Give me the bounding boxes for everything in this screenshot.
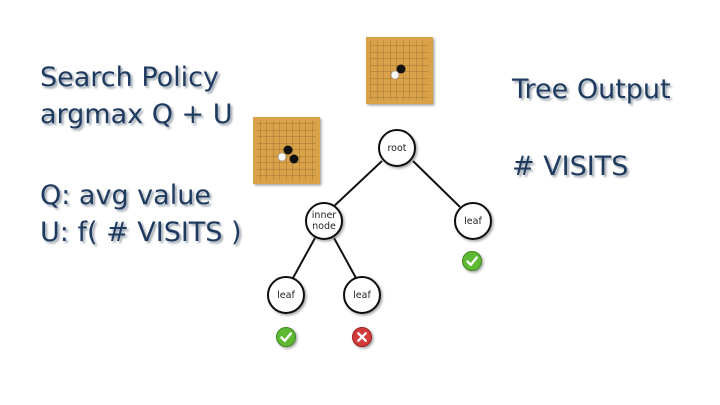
- node-label-leaf-bottom-mid: leaf: [353, 290, 371, 301]
- tree-node-leaf-bottom-mid: leaf: [343, 276, 381, 314]
- tree-node-leaf-bottom-left: leaf: [267, 276, 305, 314]
- go-board-top: [366, 37, 433, 104]
- node-label-root: root: [387, 143, 406, 154]
- black-stone: [396, 64, 406, 74]
- node-label-leaf-bottom-left: leaf: [277, 290, 295, 301]
- node-label-leaf-right: leaf: [464, 216, 482, 227]
- check-icon: [462, 251, 482, 271]
- edge-inner-leaf-left: [292, 237, 316, 279]
- search-policy-formula: argmax Q + U: [40, 99, 233, 130]
- tree-node-root: root: [378, 129, 416, 167]
- white-stone: [277, 152, 287, 162]
- tree-output-title: Tree Output: [512, 74, 671, 105]
- u-definition: U: f( # VISITS ): [40, 217, 242, 248]
- tree-node-leaf-right: leaf: [454, 202, 492, 240]
- search-policy-title: Search Policy: [40, 62, 220, 93]
- edge-inner-leaf-mid: [333, 237, 357, 279]
- check-icon: [276, 327, 296, 347]
- go-board-left: [253, 117, 320, 184]
- edge-root-leaf: [412, 160, 461, 208]
- black-stone: [283, 145, 293, 155]
- tree-node-inner: inner node: [305, 202, 343, 240]
- cross-icon: [352, 327, 372, 347]
- tree-edges: [292, 160, 461, 279]
- q-definition: Q: avg value: [40, 180, 211, 211]
- white-stone: [390, 70, 400, 80]
- visits-label: # VISITS: [512, 151, 629, 182]
- node-label-inner-line1: inner: [312, 210, 337, 221]
- node-label-inner-line2: node: [312, 221, 336, 232]
- edge-root-inner: [331, 160, 383, 209]
- black-stone: [289, 154, 299, 164]
